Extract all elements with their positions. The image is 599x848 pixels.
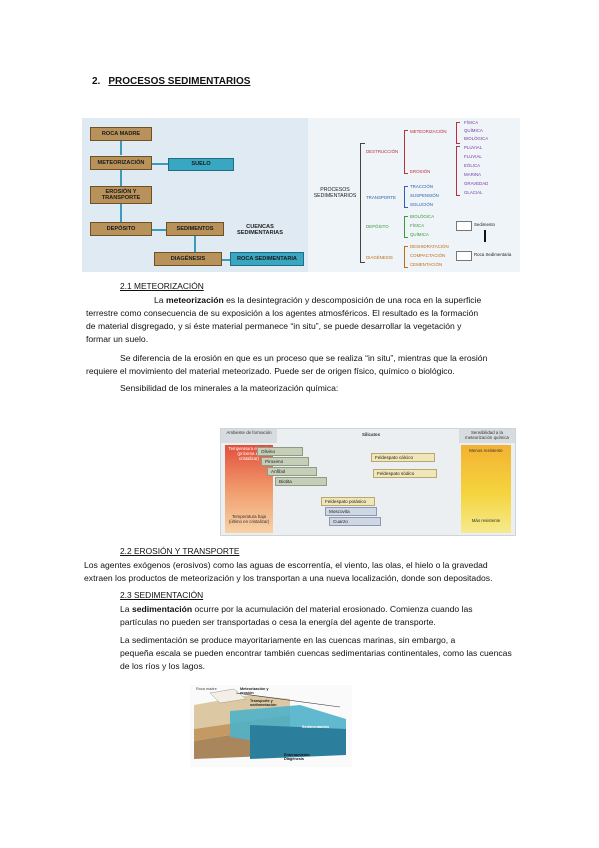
tree-ero-2: EÓLICA [464, 163, 481, 168]
s22-l2: extraen los productos de meteorización y… [84, 573, 493, 583]
s23-p1-l2: partículas no pueden ser transportadas o… [120, 617, 436, 627]
heading-erosion: 2.2 EROSIÓN Y TRANSPORTE [120, 546, 240, 556]
flow-sedimentos: SEDIMENTOS [166, 222, 224, 236]
flow-roca-sedimentaria: ROCA SEDIMENTARIA [230, 252, 304, 266]
mineral-sensitivity-chart: Ambiente de formación Silicatos Sensibil… [220, 428, 516, 536]
tree-deposito: DEPÓSITO [366, 224, 389, 229]
tree-meteorizacion: METEORIZACIÓN [410, 129, 447, 134]
mineral-feldespato-sodico: Feldespato sódico [373, 469, 437, 478]
s21-p2-l2: requiere el movimiento del material mete… [86, 366, 455, 376]
sedimentary-flow-diagram: ROCA MADRE METEORIZACIÓN SUELO EROSIÓN Y… [82, 118, 308, 272]
tree-dep-2: QUÍMICA [410, 232, 429, 237]
tree-met-1: QUÍMICA [464, 128, 483, 133]
s23-p2-l3: de los ríos y los lagos. [120, 661, 206, 671]
tree-dia-2: CEMENTACIÓN [410, 262, 443, 267]
tree-sedimento: Sedimento [474, 222, 495, 227]
sed-label-sedimentacion: Sedimentación [302, 725, 330, 729]
tree-tra-0: TRACCIÓN [410, 184, 433, 189]
arrow-right-icon [456, 251, 472, 261]
tree-ero-4: GRAVEDAD [464, 181, 489, 186]
tree-ero-0: PLUVIAL [464, 145, 483, 150]
flow-meteorizacion: METEORIZACIÓN [90, 156, 152, 170]
flow-diagenesis: DIAGÉNESIS [154, 252, 222, 266]
sed-label-roca-madre: Roca madre [196, 687, 217, 691]
mineral-moscovita: Moscovita [325, 507, 377, 516]
tree-dep-1: FÍSICA [410, 223, 425, 228]
s23-p2-l1: La sedimentación se produce mayoritariam… [120, 635, 456, 645]
mineral-olivino: Olivino [257, 447, 303, 456]
s21-p1-l4: formar un suelo. [86, 334, 149, 344]
s21-p1-l2: terrestre como consecuencia de su exposi… [86, 308, 479, 318]
s22-l1: Los agentes exógenos (erosivos) como las… [84, 560, 488, 570]
section-title: 2.PROCESOS SEDIMENTARIOS [92, 76, 251, 87]
arrow-down-icon [484, 230, 486, 242]
flow-erosion: EROSIÓN Y TRANSPORTE [90, 186, 152, 204]
tree-root: PROCESOS SEDIMENTARIOS [313, 187, 357, 199]
tree-ero-1: FLUVIAL [464, 154, 482, 159]
flow-suelo: SUELO [168, 158, 234, 171]
s21-p1-l3: de material disgregado, y si éste materi… [86, 321, 462, 331]
mineral-feldespato-calcico: Feldespato cálcico [371, 453, 435, 462]
s23-p1-l1: La sedimentación ocurre por la acumulaci… [120, 604, 473, 614]
sedimentation-block-diagram: Roca madre Meteorización y erosión Trans… [190, 685, 352, 767]
heading-sedimentacion: 2.3 SEDIMENTACIÓN [120, 590, 204, 600]
mineral-anfibol: Anfíbol [267, 467, 317, 476]
tree-erosion: EROSIÓN [410, 169, 431, 174]
sed-label-meteorizacion: Meteorización y erosión [240, 687, 269, 695]
tree-destruccion: DESTRUCCIÓN [366, 149, 399, 154]
arrow-right-icon [456, 221, 472, 231]
s21-p1-l1: La meteorización es la desintegración y … [154, 295, 482, 305]
tree-dep-0: BIOLÓGICA [410, 214, 435, 219]
tree-tra-1: SUSPENSIÓN [410, 193, 439, 198]
s21-p2-l1: Se diferencia de la erosión en que es un… [120, 353, 488, 363]
tree-met-2: BIOLÓGICA [464, 136, 489, 141]
tree-met-0: FÍSICA [464, 120, 479, 125]
tree-ero-3: MARINA [464, 172, 482, 177]
heading-meteorizacion: 2.1 METEORIZACIÓN [120, 281, 204, 291]
tree-diagenesis: DIAGÉNESIS [366, 255, 393, 260]
s21-p3: Sensibilidad de los minerales a la mateo… [120, 383, 339, 393]
mineral-feldespato-potasico: Feldespato potásico [321, 497, 375, 506]
tree-tra-2: SOLUCIÓN [410, 202, 433, 207]
flow-cuencas: CUENCAS SEDIMENTARIAS [237, 223, 283, 236]
sed-label-transporte: Transporte y sedimentación [250, 699, 277, 707]
tree-dia-1: COMPACTACIÓN [410, 253, 446, 258]
tree-dia-0: DESHIDRATACIÓN [410, 244, 449, 249]
tree-transporte: TRANSPORTE [366, 195, 396, 200]
sedimentation-illustration [194, 688, 346, 759]
tree-ero-5: GLACIAL [464, 190, 483, 195]
mineral-piroxeno: Piroxeno [261, 457, 309, 466]
s23-p2-l2: pequeña escala se pueden encontrar tambi… [120, 648, 512, 658]
tree-roca-sedimentaria: Roca Sedimentaria [474, 252, 512, 257]
mineral-cuarzo: Cuarzo [329, 517, 381, 526]
flow-roca-madre: ROCA MADRE [90, 127, 152, 141]
sed-label-diagenesis: Enterramiento Diagénesis [284, 753, 310, 761]
process-tree-diagram: PROCESOS SEDIMENTARIOS DESTRUCCIÓN METEO… [308, 118, 520, 272]
resistance-gradient [461, 445, 511, 533]
flow-deposito: DEPÓSITO [90, 222, 152, 236]
mineral-biotita: Biotita [275, 477, 327, 486]
